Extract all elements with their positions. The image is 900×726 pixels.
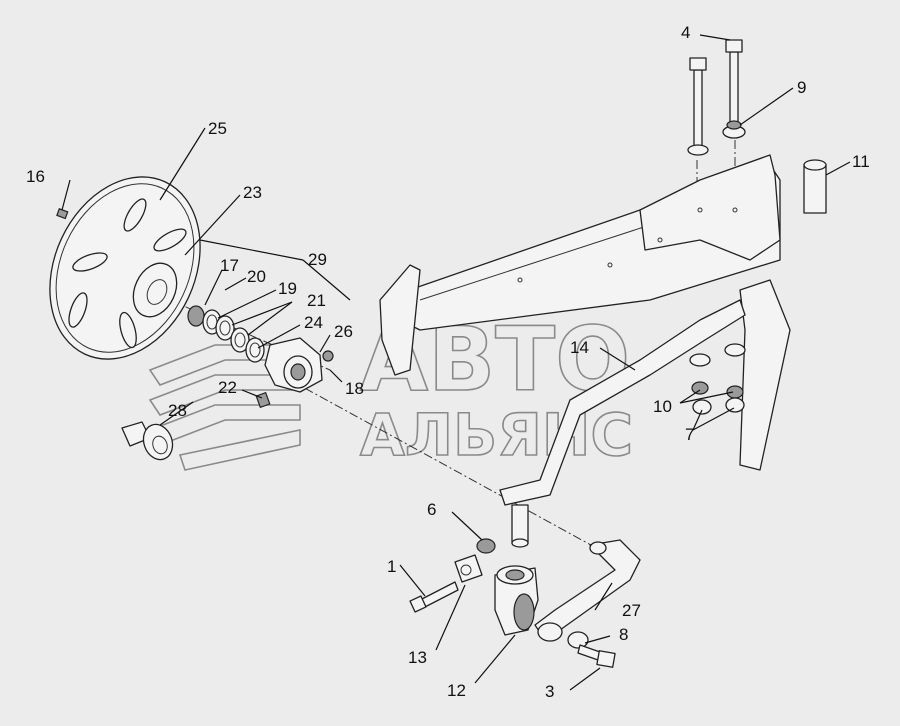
- nut-part-6: [476, 538, 496, 554]
- callout-11: 11: [852, 152, 870, 171]
- knuckle-part-12: [494, 565, 539, 636]
- callout-26: 26: [334, 322, 353, 341]
- arm-part-27: [534, 539, 641, 649]
- callout-4: 4: [681, 23, 690, 42]
- callout-18: 18: [345, 379, 364, 398]
- clamp-part-13: [454, 554, 483, 583]
- callout-14: 14: [570, 338, 589, 357]
- callout-9: 9: [797, 78, 806, 97]
- hub-bearings: [187, 305, 265, 363]
- callout-1: 1: [387, 557, 396, 576]
- axle-journal: [121, 421, 174, 461]
- watermark-line2: АЛЬЯНС: [360, 401, 633, 469]
- callout-24: 24: [304, 313, 323, 332]
- disc-wheel: [49, 176, 201, 360]
- callout-6: 6: [427, 500, 436, 519]
- bolts-upper: [687, 39, 746, 156]
- callout-16: 16: [26, 167, 45, 186]
- pin-part-16: [56, 208, 69, 220]
- callout-20: 20: [247, 267, 266, 286]
- hub-housing: [255, 337, 334, 409]
- bolt-part-3: [577, 644, 616, 668]
- callout-19: 19: [278, 279, 297, 298]
- callout-29: 29: [308, 250, 327, 269]
- callout-7: 7: [685, 425, 694, 444]
- leader-lines: [61, 34, 851, 691]
- lever-arm: [499, 299, 746, 548]
- callout-28: 28: [168, 401, 187, 420]
- callout-22: 22: [218, 378, 237, 397]
- callout-10: 10: [653, 397, 672, 416]
- nuts-washers: [689, 343, 746, 415]
- callout-8: 8: [619, 625, 628, 644]
- callout-13: 13: [408, 648, 427, 667]
- frame-beam: [379, 154, 791, 471]
- callout-3: 3: [545, 682, 554, 701]
- bushing-part-11: [803, 159, 827, 214]
- callout-25: 25: [208, 119, 227, 138]
- callout-21: 21: [307, 291, 326, 310]
- axis-lever: [289, 379, 601, 551]
- callout-12: 12: [447, 681, 466, 700]
- bolt-part-1: [409, 581, 459, 613]
- callout-23: 23: [243, 183, 262, 202]
- callout-17: 17: [220, 256, 239, 275]
- callout-27: 27: [622, 601, 641, 620]
- callout-labels: 1 3 4 6 7 8 9 10 11 12 13 14 16 17 18 19…: [26, 23, 870, 701]
